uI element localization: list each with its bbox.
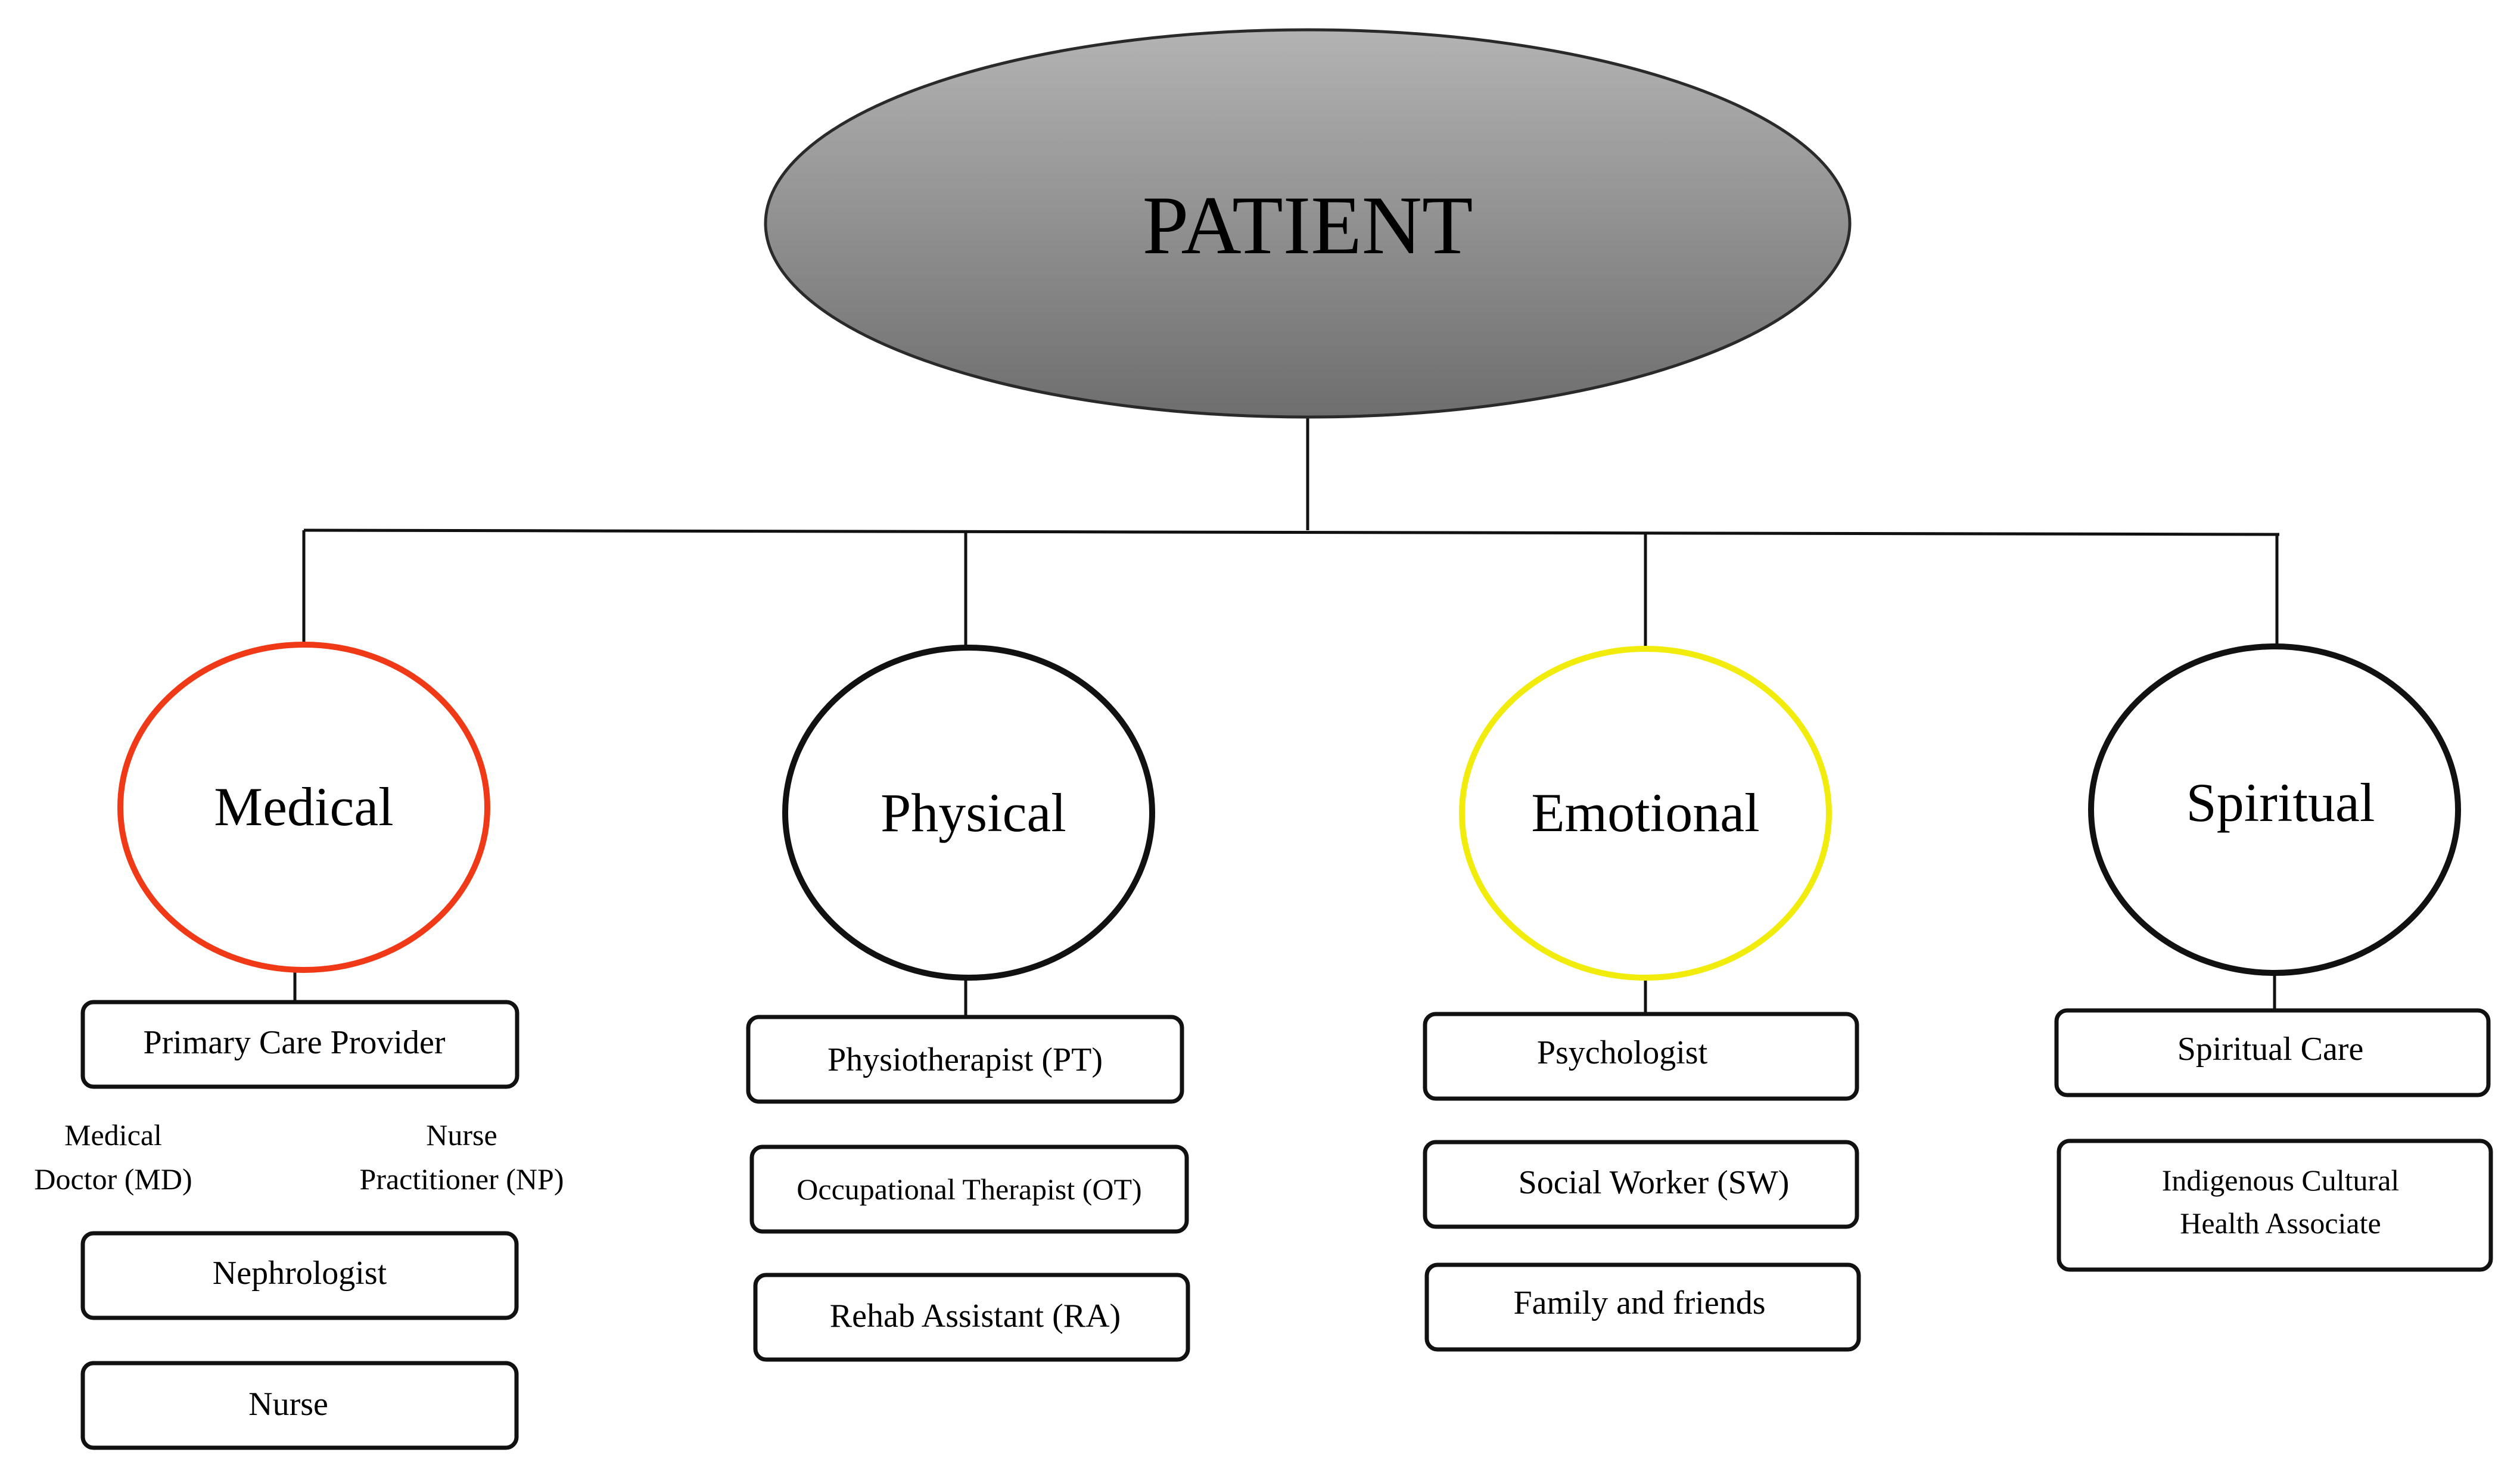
item-box-social-worker: Social Worker (SW) (1423, 1140, 1859, 1229)
category-label-physical: Physical (881, 782, 1066, 843)
item-label-line: Health Associate (2180, 1206, 2381, 1240)
patient-node: PATIENT (764, 28, 1852, 419)
category-label-spiritual: Spiritual (2186, 772, 2375, 833)
category-spiritual: Spiritual (2088, 643, 2461, 976)
category-label-medical: Medical (214, 776, 393, 837)
item-label: Family and friends (1513, 1284, 1765, 1321)
sub-role-medical-doctor-line2: Doctor (MD) (34, 1162, 192, 1196)
item-label: Psychologist (1537, 1034, 1708, 1071)
category-emotional: Emotional (1459, 646, 1832, 981)
branch-bus (303, 528, 2280, 536)
item-box-spiritual-care: Spiritual Care (2054, 1008, 2491, 1097)
item-box-occupational-therapist: Occupational Therapist (OT) (749, 1144, 1189, 1234)
item-box-psychologist: Psychologist (1423, 1012, 1859, 1101)
item-label: Social Worker (SW) (1519, 1164, 1790, 1201)
category-physical: Physical (782, 645, 1155, 981)
item-label: Physiotherapist (PT) (827, 1041, 1103, 1078)
item-label: Rehab Assistant (RA) (830, 1298, 1121, 1335)
item-label: Nephrologist (213, 1255, 387, 1292)
sub-role-medical-doctor-line1: Medical (64, 1118, 162, 1152)
patient-label: PATIENT (1143, 179, 1473, 272)
sub-role-nurse-practitioner-line1: Nurse (426, 1118, 497, 1152)
item-label: Primary Care Provider (144, 1024, 446, 1061)
item-box-rehab-assistant: Rehab Assistant (RA) (753, 1273, 1190, 1362)
sub-role-nurse-practitioner-line2: Practitioner (NP) (360, 1162, 564, 1196)
item-label: Spiritual Care (2177, 1031, 2364, 1068)
item-box-primary-care-provider: Primary Care Provider (80, 1000, 519, 1089)
item-box-family-and-friends: Family and friends (1424, 1262, 1861, 1352)
item-label: Nurse (248, 1386, 328, 1423)
item-box-nurse: Nurse (80, 1361, 519, 1450)
connectors (293, 417, 2280, 1017)
item-box-physiotherapist: Physiotherapist (PT) (746, 1015, 1184, 1104)
item-box-nephrologist: Nephrologist (80, 1231, 519, 1320)
category-medical: Medical (117, 642, 490, 973)
item-label-line: Indigenous Cultural (2162, 1164, 2400, 1197)
item-label: Occupational Therapist (OT) (797, 1172, 1141, 1206)
category-label-emotional: Emotional (1531, 782, 1759, 843)
